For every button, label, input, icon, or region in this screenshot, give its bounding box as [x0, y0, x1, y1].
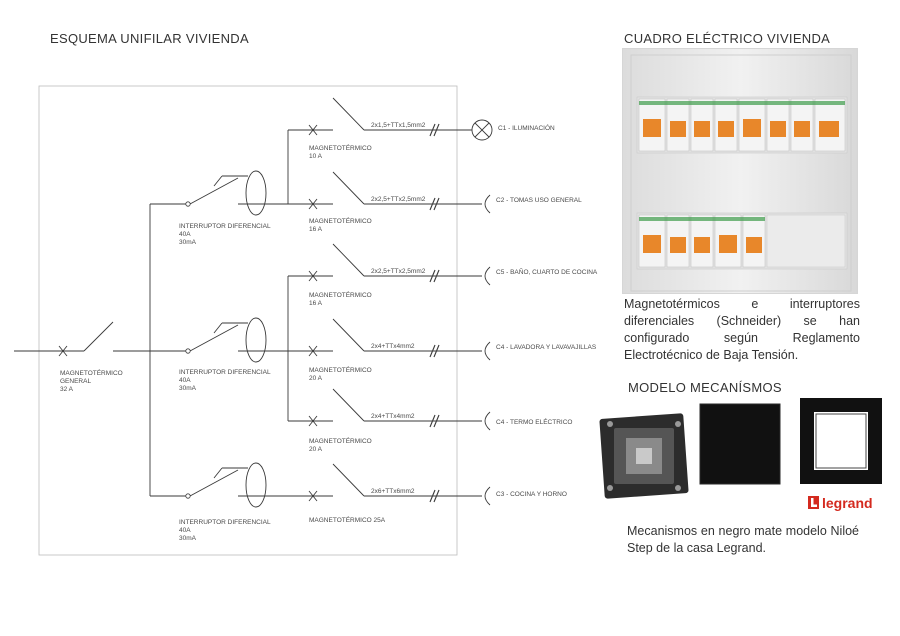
cover-frame	[800, 398, 882, 484]
breaker-2-label: MAGNETOTÉRMICO	[309, 216, 372, 225]
panel-photo	[622, 48, 858, 294]
mechanism-illustration: legrand	[599, 398, 882, 511]
switch-mechanism	[599, 413, 689, 499]
circuit-name-c2: C2 - TOMAS USO GENERAL	[496, 197, 582, 204]
one-line-diagram: MAGNETOTÉRMICO GENERAL 32 A INTERRUPTOR …	[14, 85, 598, 556]
cable-spec-c1: 2x1,5+TTx1,5mm2	[371, 122, 426, 129]
breaker-5-label: MAGNETOTÉRMICO	[309, 436, 372, 445]
cable-spec-c4b: 2x4+TTx4mm2	[371, 413, 415, 420]
diagram-frame	[38, 85, 458, 556]
breaker-4-label: MAGNETOTÉRMICO	[309, 365, 372, 374]
differential-1-rating: 40A	[179, 231, 191, 238]
rocker-cover	[700, 404, 780, 484]
differential-1-label: INTERRUPTOR DIFERENCIAL	[179, 223, 271, 230]
diagram-title: ESQUEMA UNIFILAR VIVIENDA	[50, 31, 249, 46]
breaker-4-rating: 20 A	[309, 375, 323, 382]
differential-3-sensitivity: 30mA	[179, 535, 197, 542]
differential-2-sensitivity: 30mA	[179, 385, 197, 392]
circuit-name-c4b: C4 - TERMO ELÉCTRICO	[496, 417, 572, 426]
mechanism-photo: legrand	[596, 398, 886, 516]
mechanisms-title: MODELO MECANÍSMOS	[628, 380, 782, 395]
main-breaker-rating: 32 A	[60, 386, 74, 393]
mechanisms-description: Mecanismos en negro mate modelo Niloé St…	[627, 524, 859, 555]
panel-description: Magnetotérmicos e interruptores diferenc…	[624, 297, 860, 362]
diagram-wiring	[14, 97, 493, 508]
breaker-3-rating: 16 A	[309, 300, 323, 307]
electrical-panel-illustration	[623, 49, 857, 293]
cable-spec-c3: 2x6+TTx6mm2	[371, 488, 415, 495]
differential-2-rating: 40A	[179, 377, 191, 384]
cable-spec-c5: 2x2,5+TTx2,5mm2	[371, 268, 426, 275]
main-breaker-label: MAGNETOTÉRMICO	[60, 368, 123, 377]
circuit-name-c5: C5 - BAÑO, CUARTO DE COCINA	[496, 267, 598, 276]
circuit-name-c1: C1 - ILUMINACIÓN	[498, 123, 555, 132]
brand-name: legrand	[822, 495, 873, 511]
breaker-2-rating: 16 A	[309, 226, 323, 233]
main-breaker-sub: GENERAL	[60, 378, 91, 385]
panel-title: CUADRO ELÉCTRICO VIVIENDA	[624, 31, 831, 46]
differential-3-rating: 40A	[179, 527, 191, 534]
contact-points	[185, 201, 191, 499]
breaker-1-label: MAGNETOTÉRMICO	[309, 143, 372, 152]
breaker-row-bottom	[638, 214, 846, 268]
differential-3-label: INTERRUPTOR DIFERENCIAL	[179, 519, 271, 526]
legrand-logo: legrand	[808, 495, 873, 511]
circuit-name-c4a: C4 - LAVADORA Y LAVAVAJILLAS	[496, 344, 597, 351]
breaker-5-rating: 20 A	[309, 446, 323, 453]
differential-2-label: INTERRUPTOR DIFERENCIAL	[179, 369, 271, 376]
circuit-name-c3: C3 - COCINA Y HORNO	[496, 491, 567, 498]
cable-spec-c4a: 2x4+TTx4mm2	[371, 343, 415, 350]
differential-1-sensitivity: 30mA	[179, 239, 197, 246]
breaker-3-label: MAGNETOTÉRMICO	[309, 290, 372, 299]
breaker-6-label: MAGNETOTÉRMICO 25A	[309, 515, 386, 524]
breaker-row-top	[638, 98, 846, 152]
breaker-1-rating: 10 A	[309, 153, 323, 160]
cable-spec-c2: 2x2,5+TTx2,5mm2	[371, 196, 426, 203]
